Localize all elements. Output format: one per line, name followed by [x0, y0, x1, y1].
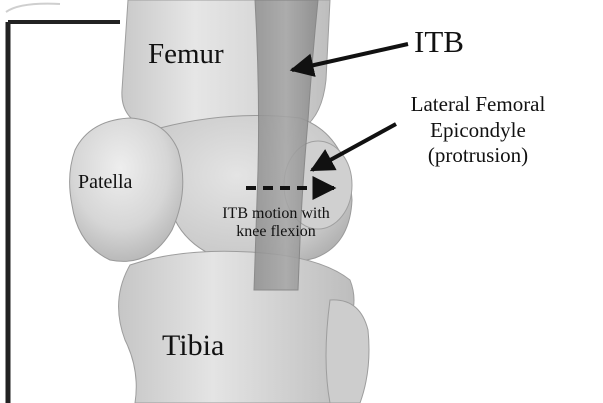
itb-motion-label: ITB motion with knee flexion — [222, 205, 330, 241]
itb-motion-line1: ITB motion with — [222, 205, 330, 223]
itb-motion-line2: knee flexion — [222, 223, 330, 241]
lateral-epicondyle-line3: (protrusion) — [411, 143, 546, 169]
lateral-epicondyle-label: Lateral Femoral Epicondyle (protrusion) — [411, 92, 546, 169]
femur-label: Femur — [148, 40, 224, 69]
fibula-head — [326, 300, 369, 403]
patella-label: Patella — [78, 172, 132, 192]
tibia-label: Tibia — [162, 331, 224, 361]
lateral-epicondyle-line2: Epicondyle — [411, 118, 546, 144]
itb-label: ITB — [414, 26, 464, 57]
lateral-epicondyle-line1: Lateral Femoral — [411, 92, 546, 118]
tibia-bone — [119, 251, 354, 403]
